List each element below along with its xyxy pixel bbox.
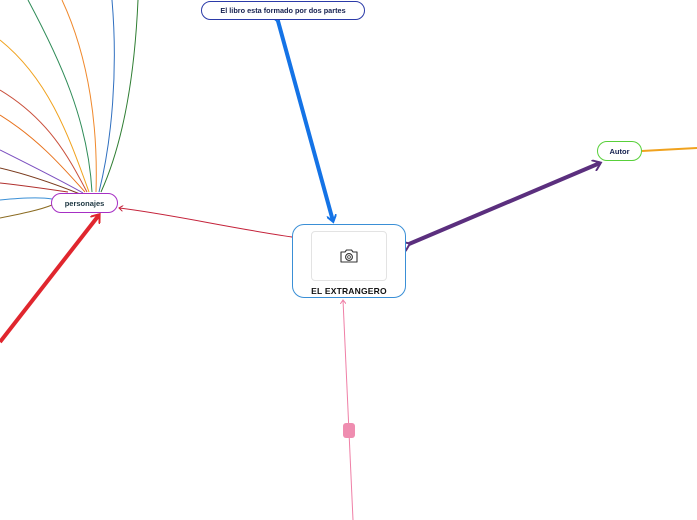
topic-personajes-label: personajes (64, 198, 105, 208)
sub-branch (27, 0, 93, 193)
sub-branch (0, 167, 81, 195)
link-bottom-center (343, 300, 354, 520)
personajes-branch-line (0, 215, 99, 344)
topic-libro[interactable]: El libro esta formado por dos partes (201, 1, 365, 20)
sub-branch (0, 114, 86, 193)
autor-branch-line (641, 147, 697, 152)
topic-libro-label: El libro esta formado por dos partes (220, 6, 346, 15)
image-placeholder[interactable] (311, 231, 387, 281)
link-libro-center (278, 21, 333, 221)
link-center-personajes (119, 208, 292, 237)
personajes-sub-branches (0, 0, 139, 219)
sub-branch (0, 197, 53, 201)
sub-branch (0, 182, 69, 193)
sub-branch (100, 0, 139, 193)
link-autor-center (409, 163, 600, 244)
topic-autor[interactable]: Autor (597, 141, 642, 161)
central-topic-label: EL EXTRANGERO (311, 286, 387, 296)
sub-branch (0, 204, 53, 219)
central-topic-node[interactable]: EL EXTRANGERO (292, 224, 406, 298)
sub-branch (0, 149, 84, 194)
sub-branch (0, 89, 88, 193)
topic-autor-label: Autor (609, 146, 630, 156)
camera-icon (340, 249, 358, 263)
sub-branch (98, 0, 115, 193)
sub-branch (0, 39, 90, 193)
connector-handle[interactable] (343, 423, 355, 438)
topic-personajes[interactable]: personajes (51, 193, 118, 213)
sub-branch (61, 0, 97, 193)
